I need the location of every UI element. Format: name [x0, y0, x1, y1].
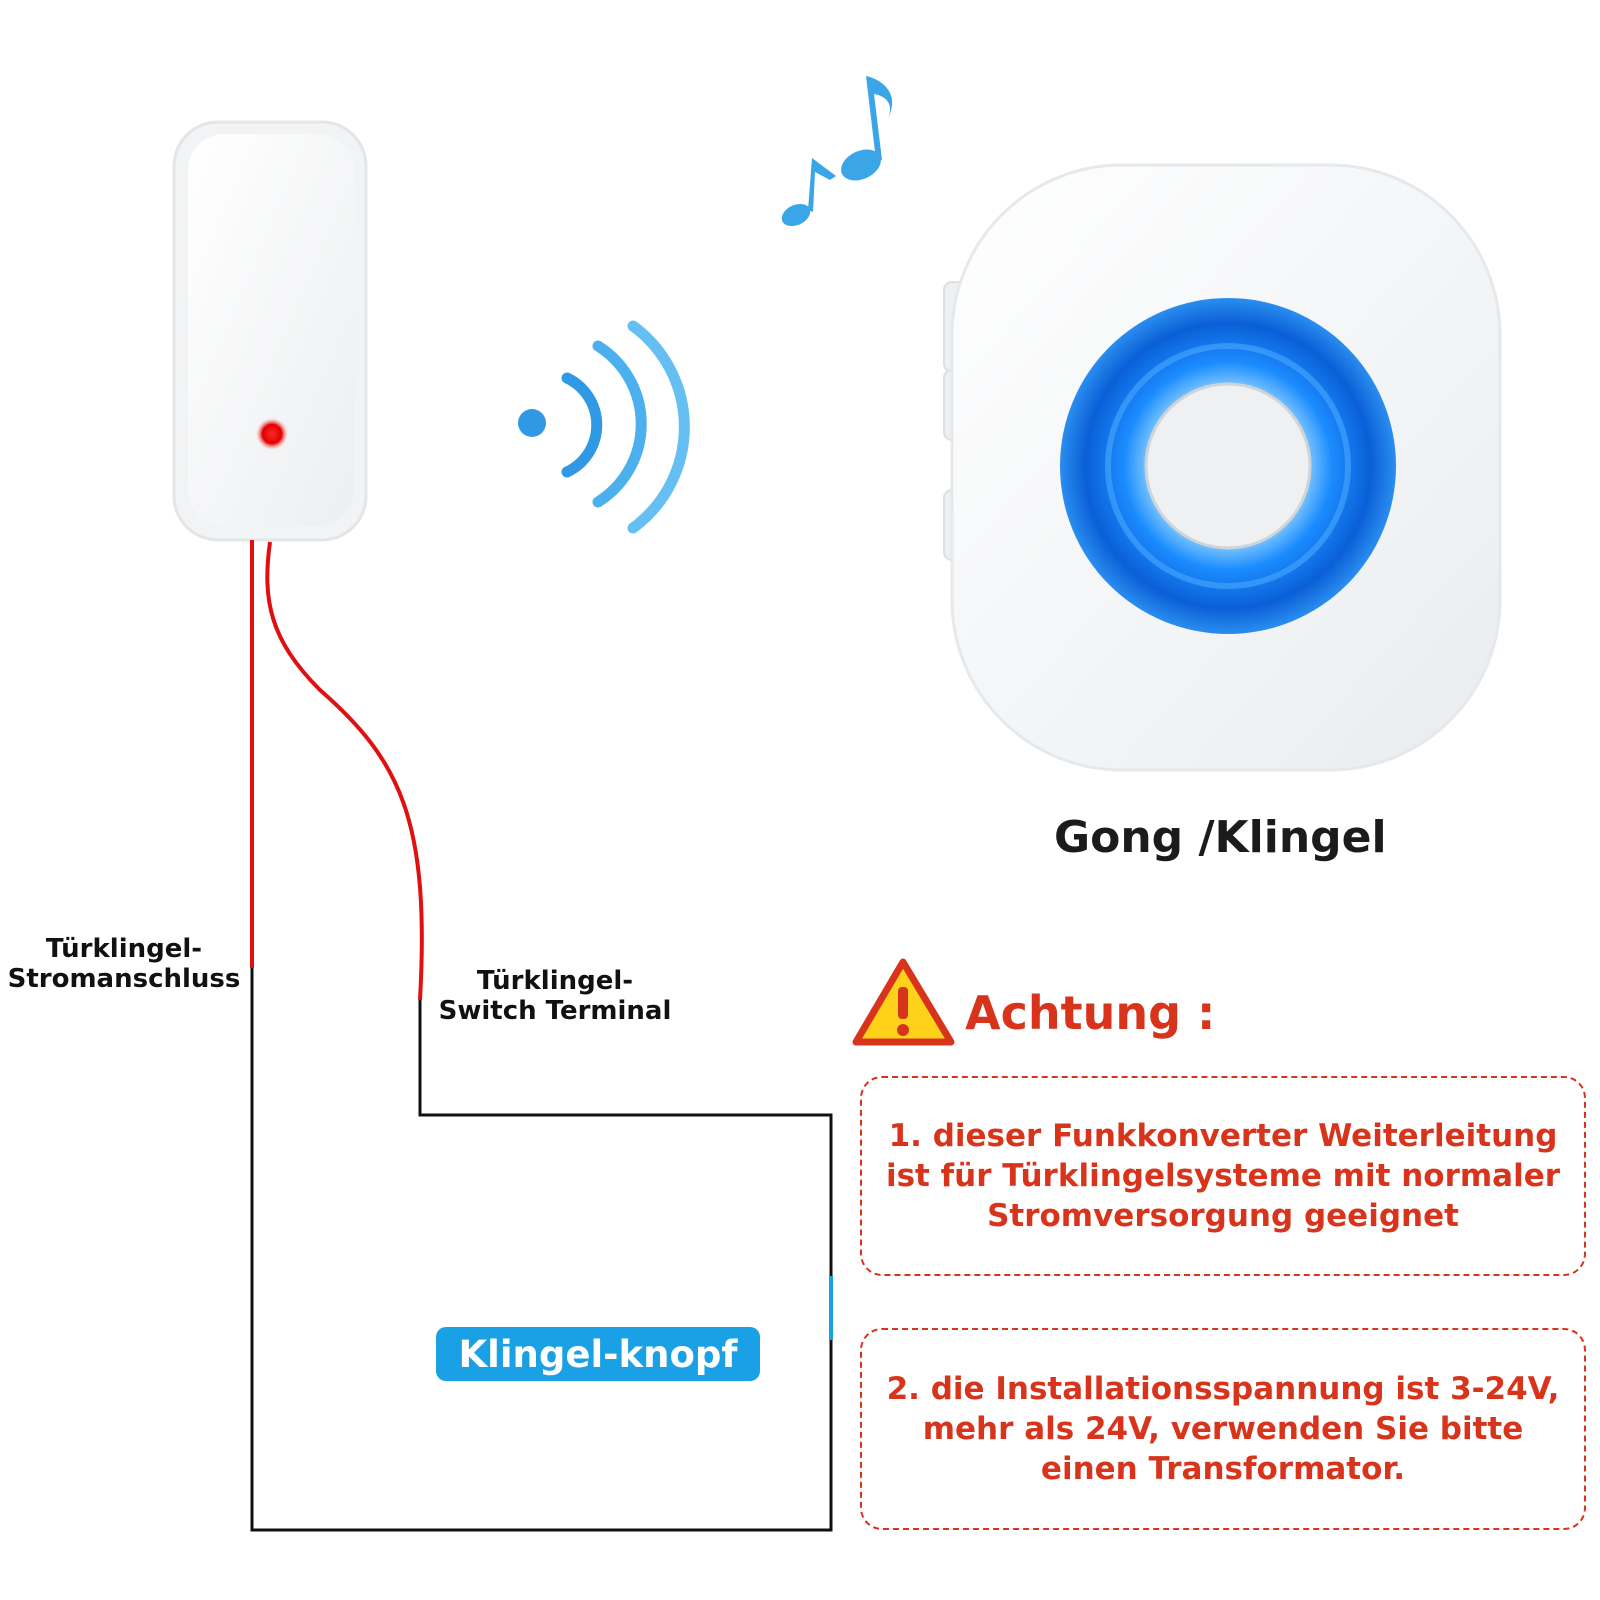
- doorbell-button-label: Klingel-knopf: [436, 1327, 760, 1381]
- power-terminal-label: Türklingel- Stromanschluss: [4, 934, 244, 994]
- power-wire-black: [250, 968, 833, 1532]
- switch-terminal-label-line2: Switch Terminal: [438, 996, 672, 1026]
- warning-note-2-text: 2. die Installationsspannung ist 3-24V, …: [886, 1371, 1560, 1487]
- wireless-signal-icon: [518, 320, 690, 534]
- gong-label: Gong /Klingel: [1054, 812, 1387, 863]
- switch-wire-red: [265, 541, 424, 1001]
- chime-unit: [943, 163, 1502, 772]
- music-notes-icon: [781, 76, 893, 227]
- warning-title: Achtung :: [965, 986, 1216, 1040]
- power-terminal-label-line1: Türklingel-: [45, 934, 203, 964]
- switch-terminal-label-line1: Türklingel-: [476, 966, 634, 996]
- warning-note-1: 1. dieser Funkkonverter Weiterleitung is…: [860, 1076, 1586, 1276]
- warning-note-2: 2. die Installationsspannung ist 3-24V, …: [860, 1328, 1586, 1530]
- power-terminal-label-line2: Stromanschluss: [7, 964, 241, 994]
- wires: [250, 540, 833, 1532]
- led-indicator: [256, 418, 288, 450]
- switch-wire-black: [418, 1000, 833, 1276]
- switch-terminal-label: Türklingel- Switch Terminal: [430, 966, 680, 1026]
- receiver-module: [172, 120, 368, 542]
- warning-triangle-icon: [852, 958, 955, 1046]
- warning-note-1-text: 1. dieser Funkkonverter Weiterleitung is…: [885, 1118, 1561, 1234]
